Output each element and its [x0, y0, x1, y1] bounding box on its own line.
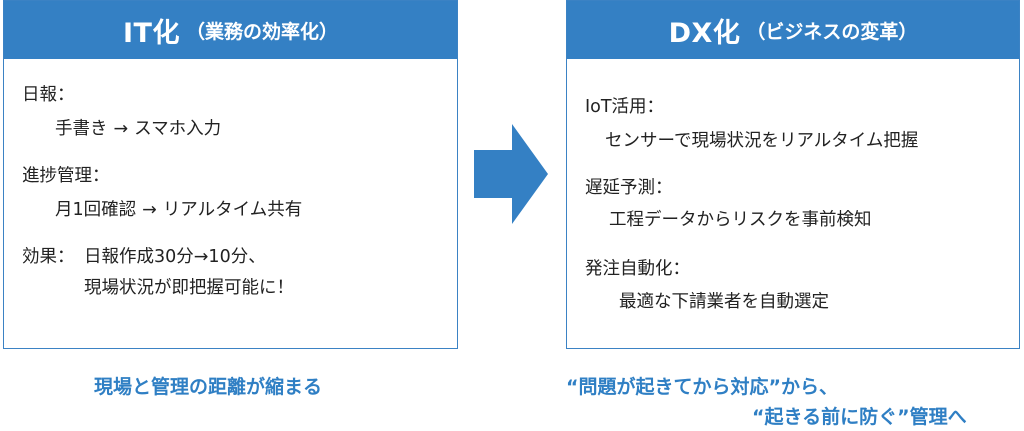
it-item3-line2: 現場状況が即把握可能に！ [84, 278, 294, 298]
dx-item1-label: IoT活用： [585, 97, 665, 117]
it-item1-detail: 手書き→スマホ入力 [55, 115, 221, 140]
it-item3-label: 効果： [22, 247, 75, 267]
footer-right-caption-line1: “問題が起きてから対応”から、 [566, 376, 838, 398]
it-item1-to: スマホ入力 [134, 119, 222, 139]
it-item1-label: 日報： [22, 85, 75, 105]
right-arrow-icon: → [113, 119, 129, 139]
it-panel: IT化 （業務の効率化） 日報： 手書き→スマホ入力 進捗管理： 月1回確認→リ… [3, 0, 458, 349]
dx-item2-label: 遅延予測： [585, 178, 673, 198]
dx-item2-text: 工程データからリスクを事前検知 [609, 210, 872, 230]
dx-title: DX化 [668, 17, 741, 49]
dx-subtitle: （ビジネスの変革） [746, 20, 918, 43]
it-panel-header: IT化 （業務の効率化） [4, 1, 457, 59]
it-item1-from: 手書き [55, 119, 108, 139]
dx-item1-text: センサーで現場状況をリアルタイム把握 [605, 131, 919, 151]
footer-right-caption-line2: “起きる前に防ぐ”管理へ [752, 406, 967, 428]
footer-left-caption: 現場と管理の距離が縮まる [94, 376, 323, 398]
it-item2-from: 月1回確認 [55, 200, 137, 220]
dx-item3-label: 発注自動化： [585, 259, 690, 279]
it-item3-line1: 日報作成30分→10分、 [84, 247, 266, 267]
dx-item3-text: 最適な下請業者を自動選定 [619, 292, 829, 312]
dx-panel-header: DX化 （ビジネスの変革） [567, 1, 1019, 59]
dx-panel: DX化 （ビジネスの変革） IoT活用： センサーで現場状況をリアルタイム把握 … [566, 0, 1020, 349]
it-item2-detail: 月1回確認→リアルタイム共有 [55, 196, 302, 221]
it-item2-label: 進捗管理： [22, 166, 110, 186]
it-item2-to: リアルタイム共有 [162, 200, 303, 220]
transition-arrow-icon [474, 124, 548, 224]
it-title: IT化 [123, 17, 180, 49]
it-subtitle: （業務の効率化） [185, 20, 338, 43]
right-arrow-icon: → [142, 200, 157, 220]
